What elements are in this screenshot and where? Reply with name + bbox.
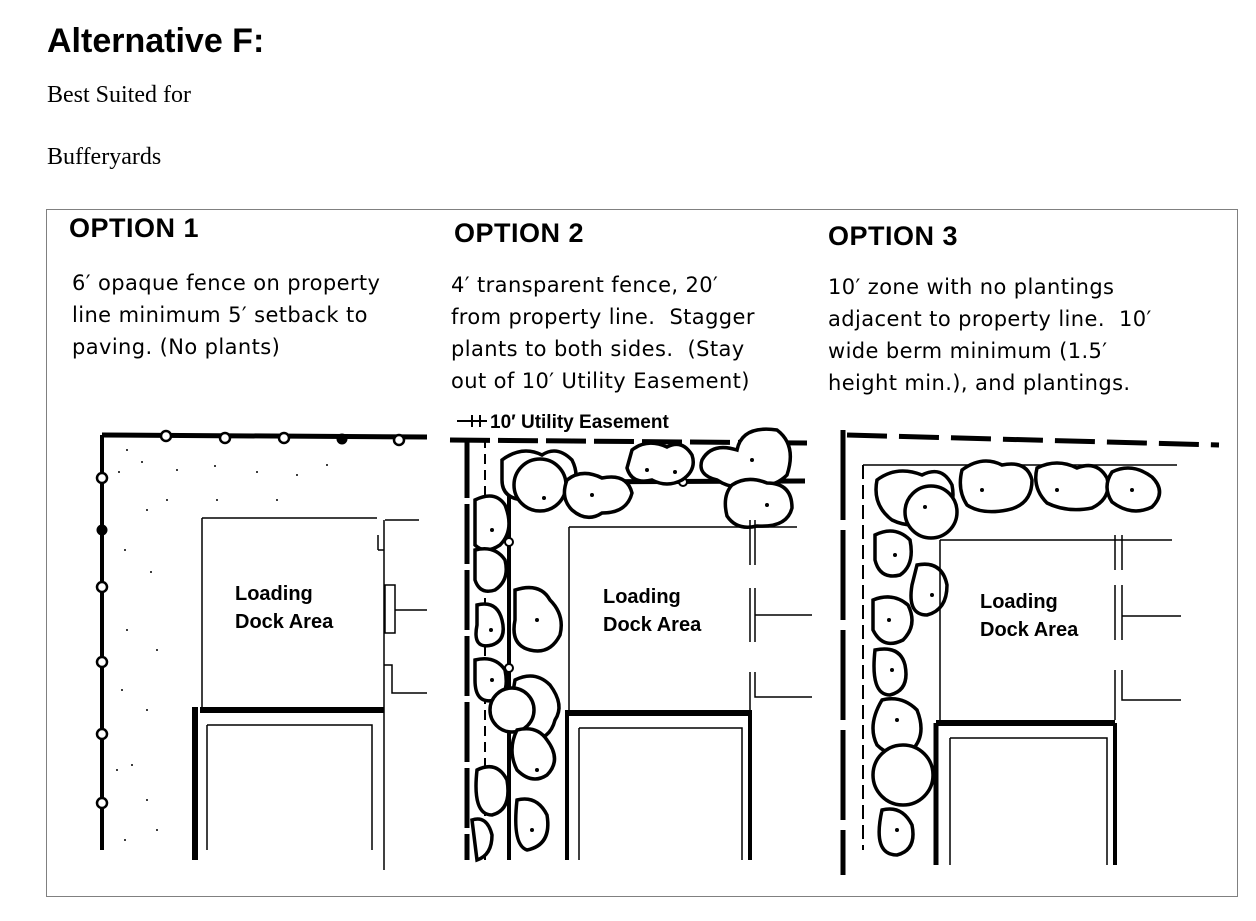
site-plan-drawings: Loading Dock Area 10′ Utility Easement xyxy=(95,412,1220,875)
plant-center-dots xyxy=(887,488,1134,832)
loading-dock-building xyxy=(565,520,812,860)
plantings xyxy=(470,427,794,863)
loading-dock-building xyxy=(192,517,427,870)
option-2-heading: OPTION 2 xyxy=(454,218,585,248)
option-2-area-label-line-1: Loading xyxy=(603,586,681,608)
option-3-heading: OPTION 3 xyxy=(828,221,959,251)
option-1-area-label-line-2: Dock Area xyxy=(235,611,334,633)
option-2-plan: 10′ Utility Easement xyxy=(449,412,812,863)
option-2-area-label-line-2: Dock Area xyxy=(603,614,702,636)
plantings xyxy=(871,459,1162,857)
opaque-fence xyxy=(95,429,428,850)
easement-dimension-mark xyxy=(457,415,487,427)
option-3-area-label-line-1: Loading xyxy=(980,591,1058,613)
option-1-heading: OPTION 1 xyxy=(69,213,200,243)
bufferyard-options-figure: OPTION 1 6′ opaque fence on property lin… xyxy=(46,209,1238,897)
subtitle-line-2: Bufferyards xyxy=(47,144,162,170)
plant-center-dots xyxy=(489,458,769,832)
paving-setback-stipple xyxy=(116,449,328,841)
option-1-area-label-line-1: Loading xyxy=(235,583,313,605)
subtitle-line-1: Best Suited for xyxy=(47,82,191,108)
transparent-fence xyxy=(504,477,806,860)
option-3-area-label-line-2: Dock Area xyxy=(980,619,1079,641)
utility-easement-label: 10′ Utility Easement xyxy=(490,412,669,433)
option-3-plan: Loading Dock Area xyxy=(840,430,1220,875)
option-2-description: 4′ transparent fence, 20′ from property … xyxy=(451,273,755,393)
option-1-plan: Loading Dock Area xyxy=(95,429,428,870)
option-1-description: 6′ opaque fence on property line minimum… xyxy=(72,271,381,359)
page-title: Alternative F: xyxy=(47,22,265,60)
loading-dock-building xyxy=(933,535,1181,865)
option-3-description: 10′ zone with no plantings adjacent to p… xyxy=(828,275,1152,395)
